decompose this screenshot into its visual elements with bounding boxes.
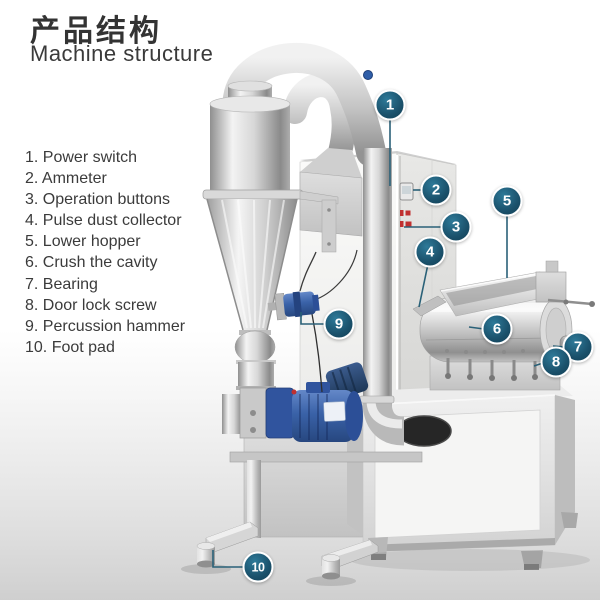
part-badge-8: 8 (540, 346, 572, 378)
legend-item-4: 4. Pulse dust collector (25, 212, 182, 230)
foot-pad-right (321, 554, 341, 580)
page-title: 产品结构 (30, 15, 162, 48)
legend-item-1: 1. Power switch (25, 149, 138, 166)
part-badge-10: 10 (242, 551, 274, 583)
blower-motor (229, 362, 423, 463)
cyclone-separator (202, 80, 339, 439)
support-stand (196, 460, 379, 580)
legend-item-9: 9. Percussion hammer (25, 317, 186, 335)
mill-bolts (445, 349, 525, 354)
legend-item-10: 10. Foot pad (25, 338, 115, 356)
page-subtitle: Machine structure (30, 41, 214, 66)
door-lock-screw-heads (445, 373, 538, 381)
part-badge-1: 1 (374, 89, 406, 121)
part-badge-5: 5 (491, 185, 523, 217)
intake-mouth (396, 415, 452, 447)
hopper-support-arm (412, 295, 447, 317)
parts-legend: 1. Power switch 2. Ammeter 3. Operation … (25, 147, 185, 358)
mounting-beam (229, 451, 423, 463)
percussion-hammer (267, 249, 358, 393)
feeder-rod (547, 298, 593, 306)
part-badge-6: 6 (481, 313, 513, 345)
valve-knob (363, 70, 373, 80)
part-badge-9: 9 (323, 308, 355, 340)
frame-side-panel (243, 427, 364, 538)
motor-label (323, 401, 346, 422)
feed-hopper-tray (412, 260, 595, 317)
part-badge-2: 2 (420, 174, 452, 206)
door-lock-screws (446, 358, 537, 376)
legend-item-5: 5. Lower hopper (25, 233, 141, 251)
cyclone-return-pipe (223, 43, 386, 167)
legend-item-8: 8. Door lock screw (25, 296, 157, 314)
ammeter (399, 182, 414, 201)
foot-pad-left (196, 542, 216, 568)
part-badge-3: 3 (440, 211, 472, 243)
down-pipe (359, 148, 452, 447)
legend-item-2: 2. Ammeter (25, 170, 107, 188)
operation-buttons (400, 210, 412, 227)
legend-item-7: 7. Bearing (25, 275, 98, 293)
legend-item-6: 6. Crush the cavity (25, 254, 158, 272)
legend-item-3: 3. Operation buttons (25, 191, 170, 209)
part-badge-4: 4 (414, 236, 446, 268)
